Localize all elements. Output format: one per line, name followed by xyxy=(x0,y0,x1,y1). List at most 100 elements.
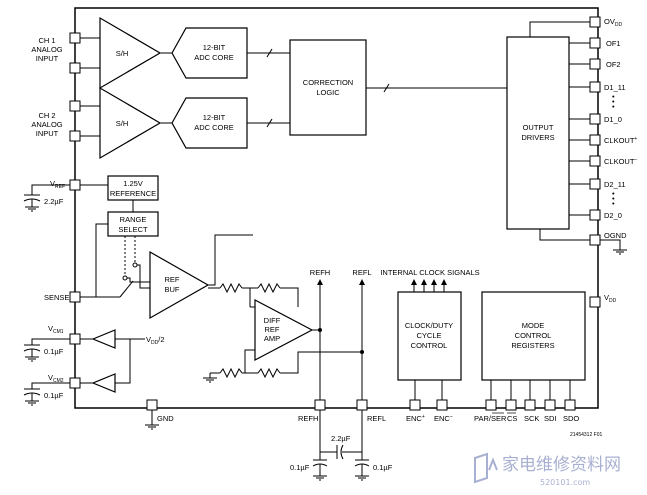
svg-text:GND: GND xyxy=(157,414,174,423)
svg-text:REF: REF xyxy=(165,275,180,284)
svg-text:VDD/2: VDD/2 xyxy=(146,335,165,346)
ref-capacitors: 2.2µF 0.1µF 0.1µF xyxy=(290,410,393,481)
vref-pin: VREF 2.2µF xyxy=(23,179,108,212)
svg-text:OGND: OGND xyxy=(604,231,627,240)
svg-text:INTERNAL CLOCK SIGNALS: INTERNAL CLOCK SIGNALS xyxy=(380,268,479,277)
svg-text:BUF: BUF xyxy=(165,285,180,294)
svg-text:ADC CORE: ADC CORE xyxy=(194,123,234,132)
svg-text:PAR/SER: PAR/SER xyxy=(474,414,507,423)
right-pins: OVDD OF1 OF2 D1_11 • • • D1_0 CLKOUT+ CL… xyxy=(569,16,637,308)
svg-text:•: • xyxy=(612,189,615,198)
svg-text:ANALOG: ANALOG xyxy=(31,45,62,54)
svg-text:SELECT: SELECT xyxy=(118,225,148,234)
vcm1-pin: VCM1 0.1µF xyxy=(23,324,93,362)
correction-logic-block: CORRECTION LOGIC xyxy=(289,39,507,136)
svg-text:OF2: OF2 xyxy=(606,60,621,69)
svg-text:0.1µF: 0.1µF xyxy=(44,391,64,400)
diff-ref-amp-block: DIFF REF AMP xyxy=(203,282,362,383)
svg-text:•: • xyxy=(612,92,615,101)
sense-pin: SENSE xyxy=(44,291,120,303)
svg-text:REGISTERS: REGISTERS xyxy=(511,341,554,350)
svg-text:0.1µF: 0.1µF xyxy=(373,463,393,472)
svg-text:CONTROL: CONTROL xyxy=(515,331,552,340)
svg-text:RANGE: RANGE xyxy=(120,215,147,224)
svg-text:AMP: AMP xyxy=(264,334,280,343)
svg-text:520101.com: 520101.com xyxy=(540,478,590,487)
svg-text:D1_11: D1_11 xyxy=(604,83,626,92)
svg-text:VDD: VDD xyxy=(604,293,617,304)
watermark: 家电维修资料网 520101.com xyxy=(474,452,621,487)
vcm-buffers: VDD/2 xyxy=(91,329,165,393)
svg-text:0.1µF: 0.1µF xyxy=(44,347,64,356)
svg-text:1.25V: 1.25V xyxy=(123,179,143,188)
svg-text:D2_0: D2_0 xyxy=(604,211,622,220)
svg-text:CLKOUT–: CLKOUT– xyxy=(604,157,637,166)
part-code: 21454312 F01 xyxy=(570,432,602,438)
svg-text:12-BIT: 12-BIT xyxy=(203,43,226,52)
svg-text:CS: CS xyxy=(507,414,517,423)
ref-buf-block: REF BUF xyxy=(149,234,253,320)
channel1-path: S/H 12-BIT ADC CORE xyxy=(99,16,290,90)
output-rails xyxy=(529,21,590,241)
channel2-path: S/H 12-BIT ADC CORE xyxy=(99,86,290,160)
svg-text:DIFF: DIFF xyxy=(264,316,281,325)
svg-text:12-BIT: 12-BIT xyxy=(203,113,226,122)
svg-text:•: • xyxy=(612,102,615,111)
svg-text:VCM2: VCM2 xyxy=(48,373,64,384)
svg-text:CYCLE: CYCLE xyxy=(416,331,441,340)
clock-control-block: CLOCK/DUTY CYCLE CONTROL INTERNAL CLOCK … xyxy=(380,268,480,400)
vcm2-pin: VCM2 0.1µF xyxy=(23,373,93,406)
svg-text:ANALOG: ANALOG xyxy=(31,120,62,129)
svg-text:MODE: MODE xyxy=(522,321,545,330)
svg-text:SDO: SDO xyxy=(563,414,579,423)
ch2-input: CH 2 ANALOG INPUT xyxy=(31,100,105,142)
svg-text:INPUT: INPUT xyxy=(36,129,59,138)
range-select-block: RANGE SELECT xyxy=(95,211,159,298)
svg-text:D1_0: D1_0 xyxy=(604,115,622,124)
svg-text:ENC–: ENC– xyxy=(434,414,453,423)
svg-text:0.1µF: 0.1µF xyxy=(290,463,310,472)
svg-text:OF1: OF1 xyxy=(606,39,621,48)
svg-text:2.2µF: 2.2µF xyxy=(331,434,351,443)
svg-text:•: • xyxy=(612,194,615,203)
svg-text:CLOCK/DUTY: CLOCK/DUTY xyxy=(405,321,453,330)
svg-text:CH 2: CH 2 xyxy=(38,111,55,120)
svg-text:ENC+: ENC+ xyxy=(406,414,425,423)
svg-text:REFL: REFL xyxy=(352,268,371,277)
svg-text:家电维修资料网: 家电维修资料网 xyxy=(502,455,621,475)
mode-control-block: MODE CONTROL REGISTERS xyxy=(481,291,586,400)
svg-text:VREF: VREF xyxy=(50,179,65,190)
svg-text:OUTPUT: OUTPUT xyxy=(523,123,554,132)
svg-text:CH 1: CH 1 xyxy=(38,36,55,45)
ch1-input: CH 1 ANALOG INPUT xyxy=(31,32,105,74)
sh2-label: S/H xyxy=(116,119,129,128)
svg-text:REFH: REFH xyxy=(298,414,318,423)
svg-text:REFL: REFL xyxy=(367,414,386,423)
output-drivers-block: OUTPUT DRIVERS xyxy=(506,36,570,230)
svg-text:SENSE: SENSE xyxy=(44,293,69,302)
chip-outline xyxy=(74,7,599,409)
svg-text:•: • xyxy=(612,97,615,106)
bottom-pins: GND REFH REFL ENC+ ENC– PAR/SER CS SCK S… xyxy=(145,399,579,430)
svg-text:SDI: SDI xyxy=(544,414,557,423)
svg-text:REFH: REFH xyxy=(310,268,330,277)
svg-text:•: • xyxy=(612,199,615,208)
sh1-label: S/H xyxy=(116,49,129,58)
svg-text:CLKOUT+: CLKOUT+ xyxy=(604,136,637,145)
refh-refl-nets: REFH REFL xyxy=(310,268,372,400)
svg-text:OVDD: OVDD xyxy=(604,17,622,28)
svg-text:LOGIC: LOGIC xyxy=(316,88,340,97)
svg-text:VCM1: VCM1 xyxy=(48,324,64,335)
svg-text:INPUT: INPUT xyxy=(36,54,59,63)
svg-text:2.2µF: 2.2µF xyxy=(44,197,64,206)
svg-text:DRIVERS: DRIVERS xyxy=(521,133,554,142)
svg-text:D2_11: D2_11 xyxy=(604,180,626,189)
svg-text:SCK: SCK xyxy=(524,414,539,423)
svg-text:REF: REF xyxy=(265,325,280,334)
reference-block: 1.25V REFERENCE xyxy=(107,175,159,212)
svg-text:ADC CORE: ADC CORE xyxy=(194,53,234,62)
svg-text:CORRECTION: CORRECTION xyxy=(303,78,353,87)
svg-text:REFERENCE: REFERENCE xyxy=(110,189,156,198)
svg-text:CONTROL: CONTROL xyxy=(411,341,448,350)
